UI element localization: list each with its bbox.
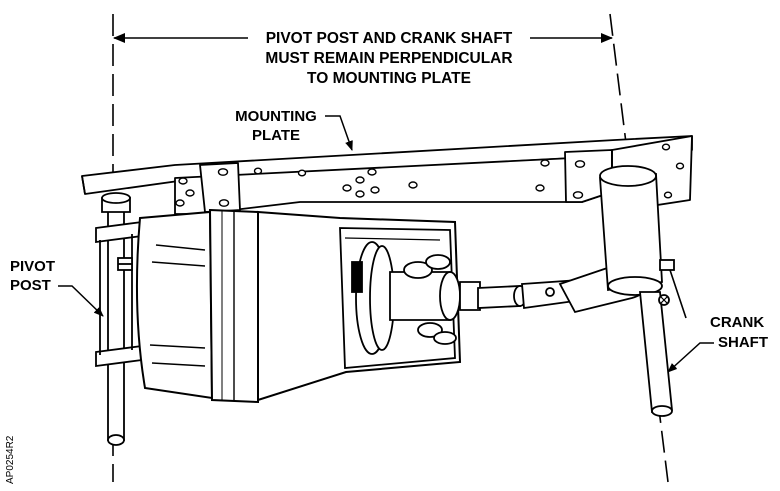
plate-holes: [175, 143, 685, 207]
mounting-plate-label-2: PLATE: [252, 127, 300, 144]
crank-bracket-line: [669, 269, 687, 319]
crank-shaft: [599, 165, 675, 417]
pivot-post-label-2: POST: [10, 277, 51, 294]
figure-code: AP0254R2: [5, 435, 16, 484]
header-line-1: PIVOT POST AND CRANK SHAFT: [266, 30, 513, 47]
crank-shaft-label-2: SHAFT: [718, 334, 768, 351]
header-line-3: TO MOUNTING PLATE: [307, 70, 471, 87]
mounting-plate-leader: [325, 115, 353, 151]
crank-shaft-leader: [667, 342, 714, 373]
pivot-post: [95, 192, 143, 446]
header-line-2: MUST REMAIN PERPENDICULAR: [265, 50, 512, 67]
crank-shaft-label-1: CRANK: [710, 314, 764, 331]
mounting-plate-label-1: MOUNTING: [235, 108, 317, 125]
actuator-internal-view: [339, 227, 481, 369]
pivot-post-leader: [58, 285, 104, 317]
pivot-post-label-1: PIVOT: [10, 258, 55, 275]
